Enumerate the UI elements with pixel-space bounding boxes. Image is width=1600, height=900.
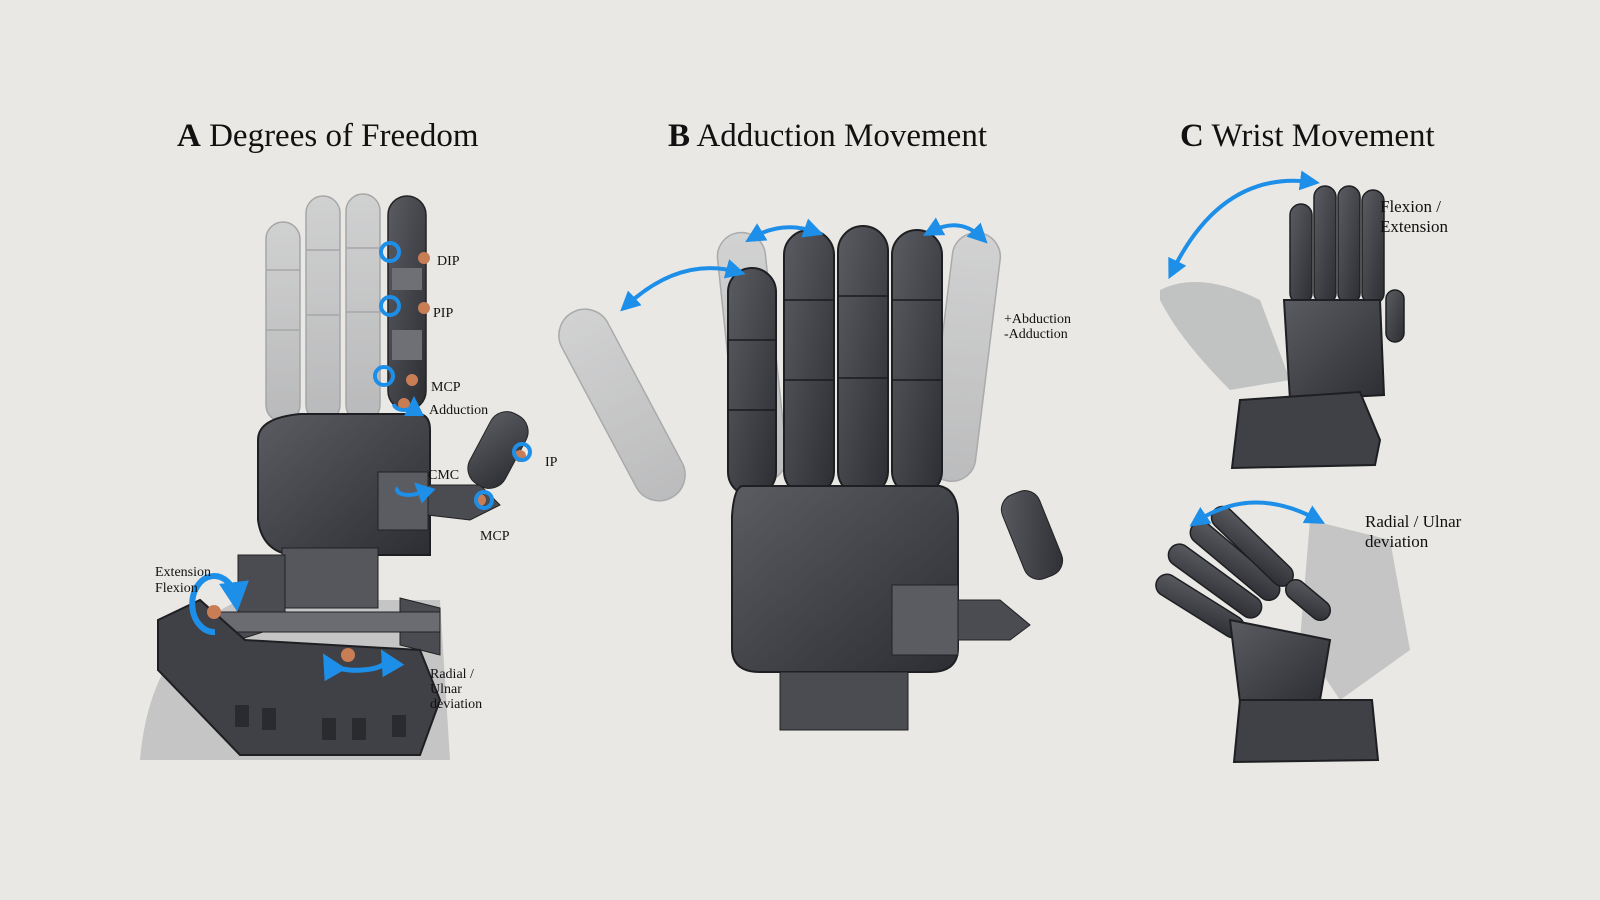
- fingers-c-bottom: [1155, 505, 1332, 639]
- finger-joints-b: [728, 295, 942, 411]
- ghost-hand-c-top: [1160, 282, 1290, 390]
- fingers-b: [727, 225, 943, 497]
- label-mcp-thumb: MCP: [480, 529, 510, 544]
- label-cmc: CMC: [428, 468, 460, 483]
- rotation-indicators-a: [189, 241, 532, 682]
- label-extension-c: Extension: [1380, 217, 1448, 236]
- label-mcp-finger: MCP: [431, 380, 461, 395]
- ghost-fingers-a: [265, 193, 381, 423]
- panel-a-hand: [140, 193, 532, 760]
- flexion-arrow-c: [1168, 170, 1320, 280]
- label-radial-2: Ulnar: [430, 682, 462, 697]
- base-c-bottom: [1232, 699, 1380, 764]
- deviation-arrow-c: [1189, 500, 1326, 527]
- wrist-gimbal-a: [157, 547, 442, 756]
- label-ip: IP: [545, 455, 558, 470]
- panel-a-title: A Degrees of Freedom: [177, 118, 479, 154]
- palm-c-top: [1282, 299, 1386, 402]
- base-c-top: [1230, 390, 1382, 470]
- thumb-b: [891, 490, 1064, 656]
- label-radial-ulnar-c: Radial / Ulnar: [1365, 512, 1462, 531]
- label-flexion-c: Flexion /: [1380, 197, 1441, 216]
- label-radial-1: Radial /: [430, 667, 474, 682]
- panel-c-top-hand: [1160, 170, 1405, 470]
- adduction-arrows-b: [620, 217, 988, 312]
- label-plus-adduction: +Abduction: [1004, 312, 1071, 327]
- panel-c-title: C Wrist Movement: [1180, 118, 1435, 154]
- label-flexion: Flexion: [155, 581, 198, 596]
- wrist-b: [779, 671, 909, 731]
- label-minus-adduction: -Adduction: [1004, 327, 1068, 342]
- label-extension: Extension: [155, 565, 211, 580]
- label-deviation-c: deviation: [1365, 532, 1429, 551]
- panel-b-hand: [558, 217, 1064, 731]
- label-adduction: Adduction: [429, 403, 489, 418]
- label-dip: DIP: [437, 254, 460, 269]
- label-radial-3: deviation: [430, 697, 483, 712]
- label-pip: PIP: [433, 306, 454, 321]
- panel-b-title: B Adduction Movement: [668, 118, 987, 154]
- panel-c-bottom-hand: [1155, 500, 1410, 764]
